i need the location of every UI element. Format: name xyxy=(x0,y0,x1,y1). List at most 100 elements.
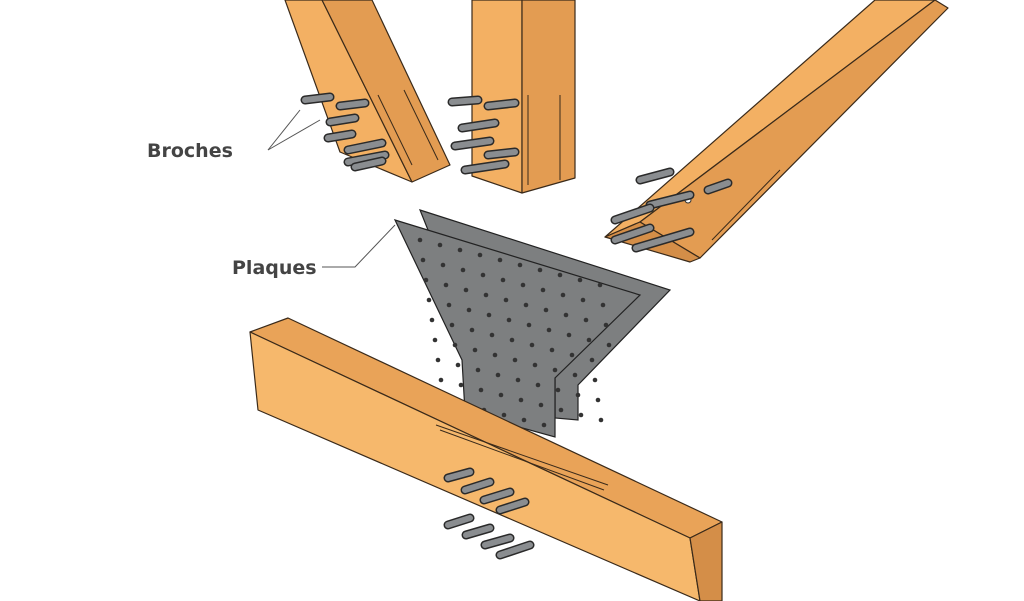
pin xyxy=(352,158,385,170)
plate-hole xyxy=(497,257,503,263)
plate-hole xyxy=(506,317,512,323)
plate-hole xyxy=(455,362,461,368)
pin xyxy=(302,94,333,103)
pin xyxy=(462,161,508,173)
plate-hole xyxy=(558,407,564,413)
plate-hole xyxy=(458,382,464,388)
pins xyxy=(300,92,733,560)
plate-hole xyxy=(437,242,443,248)
plate-holes xyxy=(417,237,612,428)
pin xyxy=(463,525,493,538)
plate-hole xyxy=(520,282,526,288)
right-diagonal-beam xyxy=(604,0,949,263)
plate-hole xyxy=(600,302,606,308)
pin xyxy=(482,535,513,548)
plate-hole xyxy=(595,397,601,403)
pin xyxy=(481,489,513,503)
pin xyxy=(445,515,473,528)
plate-hole xyxy=(546,327,552,333)
plate-hole xyxy=(432,337,438,343)
plate-hole xyxy=(532,362,538,368)
plates-leader-line xyxy=(322,224,396,268)
plate-hole xyxy=(449,322,455,328)
plate-hole xyxy=(575,392,581,398)
plate-hole xyxy=(592,377,598,383)
plate-hole xyxy=(563,312,569,318)
plate-hole xyxy=(606,342,612,348)
plate-hole xyxy=(517,262,523,268)
pin xyxy=(445,469,473,481)
plate-hole xyxy=(492,352,498,358)
pin xyxy=(485,149,518,158)
plate-hole xyxy=(503,297,509,303)
plate-hole xyxy=(526,322,532,328)
plate-hole xyxy=(423,277,429,283)
pin xyxy=(459,120,498,131)
pin xyxy=(612,205,653,223)
plate-hole xyxy=(466,307,472,313)
pin xyxy=(452,138,493,149)
plate-hole xyxy=(555,387,561,393)
left-diagonal-beam xyxy=(284,0,451,183)
plate-hole xyxy=(435,357,441,363)
plate-hole xyxy=(515,377,521,383)
pin xyxy=(637,169,673,183)
plate-hole xyxy=(438,377,444,383)
plate-hole xyxy=(540,287,546,293)
plate-hole xyxy=(521,417,527,423)
plate-hole xyxy=(469,327,475,333)
plate-hole xyxy=(417,237,423,243)
plate-hole xyxy=(420,257,426,263)
pin xyxy=(345,140,385,153)
plate-hole xyxy=(583,317,589,323)
plate-hole xyxy=(597,282,603,288)
plate-hole xyxy=(589,357,595,363)
pins-label: Broches xyxy=(147,140,233,162)
pins-leader-line xyxy=(267,119,321,151)
plate-hole xyxy=(557,272,563,278)
pin xyxy=(345,152,388,165)
plate-hole xyxy=(489,332,495,338)
plate-hole xyxy=(440,262,446,268)
plate-hole xyxy=(478,387,484,393)
pin xyxy=(705,180,731,193)
plate-hole xyxy=(538,402,544,408)
plate-hole xyxy=(475,367,481,373)
pin xyxy=(462,479,493,493)
bottom-beam xyxy=(249,317,723,601)
pin xyxy=(449,97,481,105)
plate-hole xyxy=(537,267,543,273)
plate-hole xyxy=(463,287,469,293)
plate-hole xyxy=(477,252,483,258)
plate-hole xyxy=(457,247,463,253)
plate-hole xyxy=(598,417,604,423)
pin xyxy=(497,542,533,558)
plate-hole xyxy=(560,292,566,298)
plate-hole xyxy=(500,277,506,283)
plate-hole xyxy=(518,397,524,403)
plate-hole xyxy=(577,277,583,283)
pins-leader-line xyxy=(267,109,301,151)
plate-hole xyxy=(566,332,572,338)
plate-hole xyxy=(512,357,518,363)
plate-hole xyxy=(535,382,541,388)
plate-hole xyxy=(452,342,458,348)
plate-hole xyxy=(552,367,558,373)
plate-hole xyxy=(523,302,529,308)
plate-hole xyxy=(529,342,535,348)
pin xyxy=(497,499,528,513)
plate-hole xyxy=(472,347,478,353)
plate-hole xyxy=(509,337,515,343)
plate-hole xyxy=(578,412,584,418)
pin xyxy=(325,131,355,141)
plates-label: Plaques xyxy=(232,257,317,279)
plate-hole xyxy=(580,297,586,303)
plate-hole xyxy=(480,272,486,278)
plate-hole xyxy=(426,297,432,303)
plate-hole xyxy=(483,292,489,298)
plate-hole xyxy=(549,347,555,353)
plate-hole xyxy=(501,412,507,418)
plate-hole xyxy=(429,317,435,323)
